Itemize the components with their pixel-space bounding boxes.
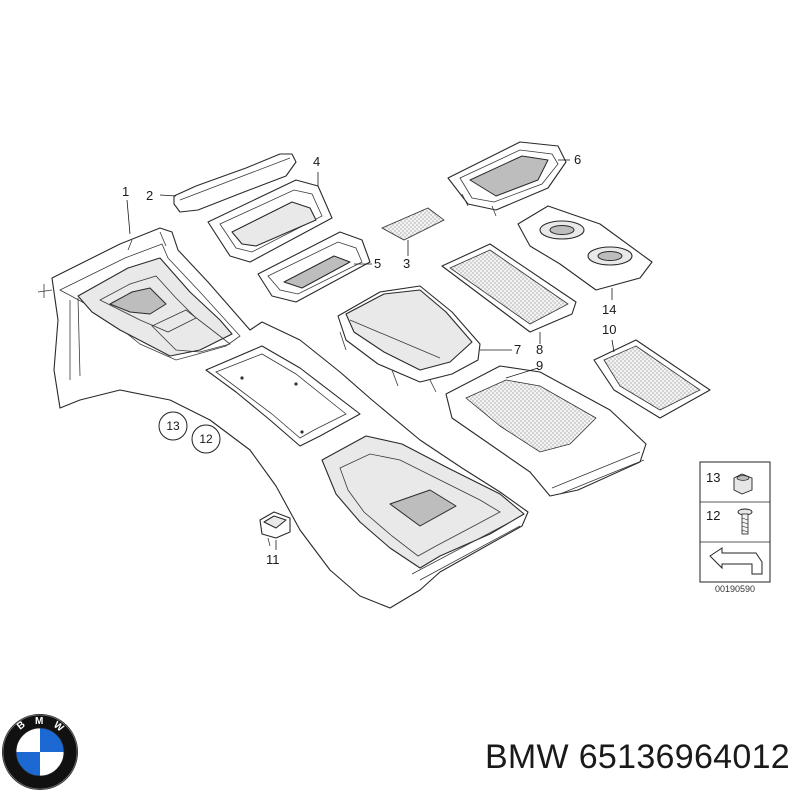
callout-1: 1 — [122, 184, 129, 199]
callout-5: 5 — [374, 256, 381, 271]
callout-8: 8 — [536, 342, 543, 357]
callout-9: 9 — [536, 358, 543, 373]
hardware-legend: 13 12 — [699, 461, 771, 583]
callout-4: 4 — [313, 154, 320, 169]
center-console-part — [37, 227, 529, 609]
circle-13-marker — [158, 411, 188, 441]
callout-labels: 1 2 3 4 5 6 7 8 9 10 11 14 — [122, 152, 616, 567]
nut-icon — [733, 473, 753, 495]
direction-arrow-icon — [709, 547, 763, 575]
callout-6: 6 — [574, 152, 581, 167]
bmw-logo-letter-m: M — [35, 716, 43, 727]
small-mat-part — [381, 207, 445, 241]
circle-12-marker — [191, 424, 221, 454]
lower-frame-part — [257, 231, 371, 303]
callout-14: 14 — [602, 302, 616, 317]
insert-part — [517, 205, 653, 291]
base-frame-part — [445, 365, 647, 497]
cup-holder-module-part — [447, 141, 567, 217]
clip-part — [259, 511, 291, 547]
circled-callouts: 13 12 — [158, 411, 221, 454]
circled-callout-12: 12 — [199, 432, 213, 446]
screw-icon — [737, 508, 753, 535]
callout-2: 2 — [146, 188, 153, 203]
bmw-logo: B M W — [2, 714, 78, 790]
trim-strip-part — [173, 153, 297, 213]
leader-lines — [126, 159, 615, 550]
circled-callout-13: 13 — [166, 419, 180, 433]
upper-frame-part — [207, 179, 333, 263]
callout-10: 10 — [602, 322, 616, 337]
large-mat-part — [441, 243, 577, 333]
armrest-lid-part — [337, 285, 481, 393]
diagram-reference-number: 00190590 — [714, 584, 756, 594]
legend-label-13: 13 — [706, 470, 720, 485]
rubber-mat-part — [593, 339, 711, 419]
legend-label-12: 12 — [706, 508, 720, 523]
callout-3: 3 — [403, 256, 410, 271]
callout-11: 11 — [266, 552, 280, 567]
callout-7: 7 — [514, 342, 521, 357]
brand-part-number: BMW 65136964012 — [484, 738, 790, 776]
